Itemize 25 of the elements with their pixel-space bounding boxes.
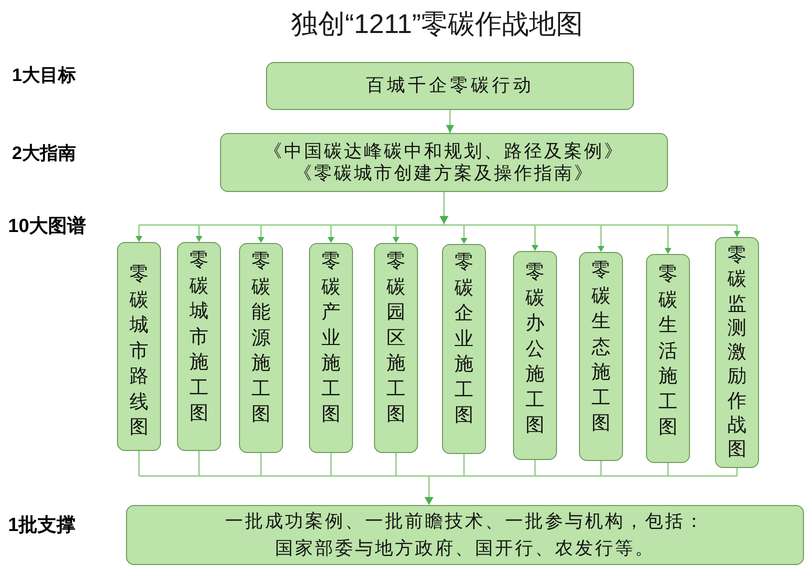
row-label: 1批支撑 [8,514,76,538]
map-box: 零碳能源施工图 [239,243,283,453]
map-box: 零碳生态施工图 [579,252,623,461]
support-text: 一批成功案例、一批前瞻技术、一批参与机构，包括： [225,510,705,534]
map-box: 零碳城市施工图 [177,242,221,451]
map-box: 零碳生活施工图 [646,254,690,463]
map-box: 零碳园区施工图 [374,243,418,453]
guide-box [220,133,668,192]
map-box: 零碳办公施工图 [513,251,557,460]
connector-tree [138,451,738,505]
arrow [446,110,454,133]
title: 独创“1211”零碳作战地图 [290,8,584,41]
support-box [126,505,804,565]
connector-tree [136,191,740,254]
support-text: 国家部委与地方政府、国开行、农发行等。 [275,537,655,561]
map-box: 零碳监测激励作战图 [715,237,759,468]
map-box: 零碳城市路线图 [117,242,161,451]
goal-box: 百城千企零碳行动 [266,62,634,110]
book-title: 《零碳城市创建方案及操作指南》 [294,162,594,184]
book-title: 《中国碳达峰碳中和规划、路径及案例》 [264,140,624,162]
row-label: 10大图谱 [8,214,86,239]
map-box: 零碳产业施工图 [309,243,353,453]
row-label: 1大目标 [12,64,76,87]
map-box: 零碳企业施工图 [442,244,486,454]
row-label: 2大指南 [12,142,76,165]
